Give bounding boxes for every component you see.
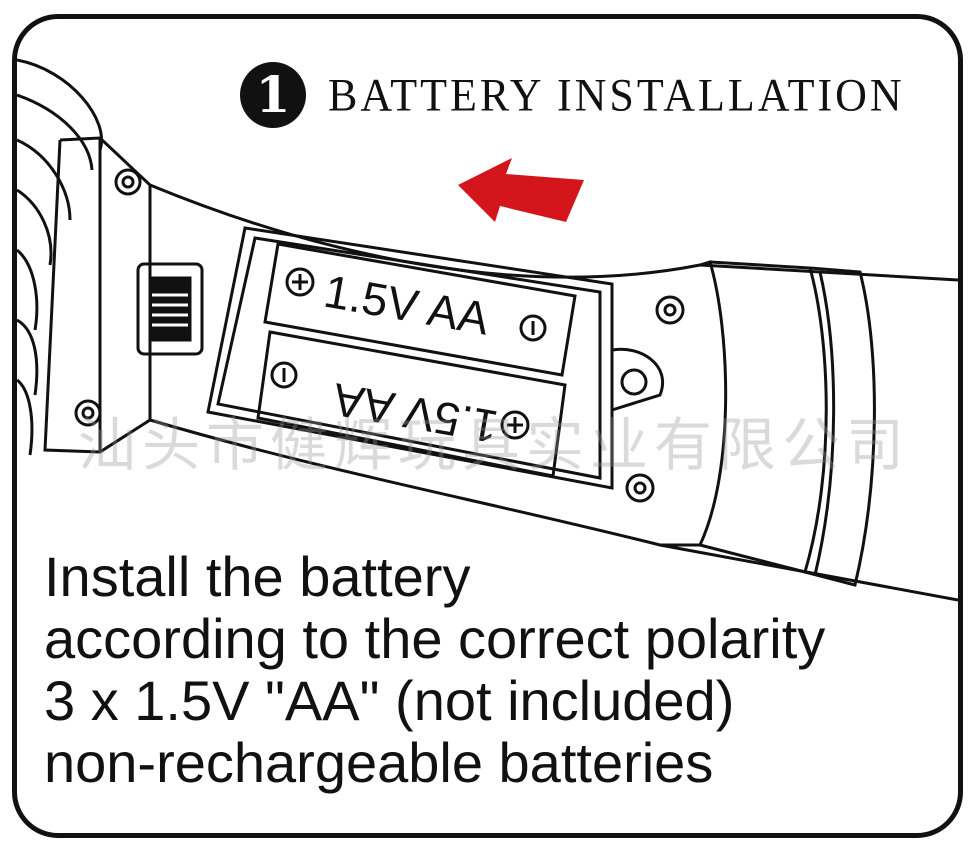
instruction-line: according to the correct polarity	[44, 607, 826, 670]
fan-head	[17, 58, 103, 456]
screw-icon	[74, 168, 685, 503]
battery-top	[263, 242, 577, 377]
handle-body	[43, 136, 958, 602]
insert-direction-arrow-icon	[458, 158, 584, 222]
collar	[660, 260, 876, 587]
switch-icon	[136, 262, 204, 356]
plus-terminal-icon	[507, 417, 523, 433]
instruction-line: non-rechargeable batteries	[44, 731, 714, 794]
battery-bottom	[256, 330, 567, 478]
step-number-badge: 1	[240, 62, 306, 128]
battery-compartment	[206, 226, 664, 490]
step-heading: 1 BATTERY INSTALLATION	[240, 60, 905, 130]
plus-terminal-icon	[292, 274, 308, 290]
step-title: BATTERY INSTALLATION	[328, 69, 905, 121]
instruction-line: Install the battery	[44, 545, 471, 608]
instruction-line: 3 x 1.5V "AA" (not included)	[44, 669, 735, 732]
instructions-text: Install the battery according to the cor…	[44, 546, 954, 794]
